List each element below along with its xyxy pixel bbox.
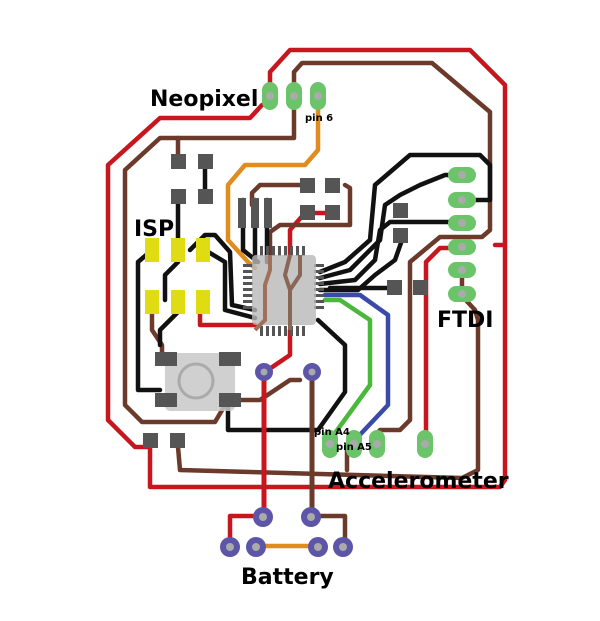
mcu-pins xyxy=(243,246,324,336)
ftdi-label: FTDI xyxy=(437,308,493,333)
signal-trace-isp-right xyxy=(202,247,258,321)
cap2-pad-1 xyxy=(300,178,315,193)
cap-pad-3 xyxy=(171,189,186,204)
signal-trace-isp3 xyxy=(187,232,258,313)
ftdi-pad-6-hole xyxy=(458,290,466,298)
isp-label: ISP xyxy=(134,217,174,242)
signal-trace-button xyxy=(225,317,348,433)
accel-pad-4-hole xyxy=(421,440,429,448)
res2-pad-2 xyxy=(413,280,428,295)
accel-pad-1-hole xyxy=(326,440,334,448)
battery-label: Battery xyxy=(241,565,334,590)
cap3-pad-2 xyxy=(325,205,340,220)
signal-trace-isp-left xyxy=(135,247,163,393)
diode-pad-2 xyxy=(170,433,185,448)
smd-pads xyxy=(143,154,428,448)
resonator-pad-1 xyxy=(238,198,246,228)
battery-pads xyxy=(220,363,353,557)
ftdi-pad-2-hole xyxy=(458,196,466,204)
res-pad-1 xyxy=(393,203,408,218)
neopixel-header xyxy=(262,82,326,110)
gnd-trace-right xyxy=(291,60,493,443)
ftdi-pad-4-hole xyxy=(458,243,466,251)
isp-pad-6 xyxy=(196,290,210,314)
accelerometer-header xyxy=(322,430,433,458)
button-pad-1 xyxy=(155,352,177,366)
res-pad-2 xyxy=(393,228,408,243)
pinA5-label: pin A5 xyxy=(336,442,372,453)
mcu-internal-trace-2 xyxy=(282,254,292,330)
gnd-trace-isp xyxy=(149,302,165,361)
resonator-pad-2 xyxy=(251,198,259,228)
button-pad-3 xyxy=(155,393,177,407)
isp-pad-2 xyxy=(171,238,185,262)
vcc-trace-left xyxy=(105,102,265,450)
vcc-trace-battery-left xyxy=(227,513,265,549)
accel-pad-2-hole xyxy=(350,440,358,448)
isp-header xyxy=(145,238,210,314)
signal-trace-ftdi1 xyxy=(317,152,493,275)
mcu-internal-trace-1 xyxy=(253,255,272,332)
neopixel-pad-1-hole xyxy=(266,92,274,100)
signal-trace-ftdi2 xyxy=(317,172,463,281)
cap2-pad-2 xyxy=(325,178,340,193)
button-pad-2 xyxy=(219,352,241,366)
microcontroller xyxy=(243,246,324,336)
signal-trace-ftdi3 xyxy=(317,219,463,287)
accelerometer-label: Accelerometer xyxy=(328,469,509,494)
gnd-trace-cap2 xyxy=(267,182,353,258)
neopixel-data-trace xyxy=(225,102,321,271)
neopixel-label: Neopixel xyxy=(150,87,258,112)
mcu-internal-trace-3 xyxy=(288,255,302,292)
cap-pad-1 xyxy=(171,154,186,169)
gnd-trace-battery-right xyxy=(312,513,348,549)
pin6-label: pin 6 xyxy=(305,113,333,124)
gnd-trace-bottom xyxy=(175,293,481,481)
ftdi-pad-3-hole xyxy=(458,219,466,227)
isp-pad-1 xyxy=(145,238,159,262)
isp-pad-5 xyxy=(171,290,185,314)
isp-pad-4 xyxy=(145,290,159,314)
vcc-trace-bottom xyxy=(147,242,508,490)
neopixel-pad-2-hole xyxy=(290,92,298,100)
button-pad-4 xyxy=(219,393,241,407)
ftdi-header xyxy=(448,167,476,302)
neopixel-pad-3-hole xyxy=(314,92,322,100)
ftdi-pad-1-hole xyxy=(458,171,466,179)
accel-pad-3-hole xyxy=(373,440,381,448)
resonator-pad-3 xyxy=(264,198,272,228)
gnd-trace-button xyxy=(227,377,303,403)
sda-trace xyxy=(322,297,373,443)
scl-trace xyxy=(322,292,391,443)
isp-pad-3 xyxy=(196,238,210,262)
button-body xyxy=(165,353,235,411)
cap-pad-2 xyxy=(198,154,213,169)
cap-pad-4 xyxy=(198,189,213,204)
vcc-trace-mcu-bot xyxy=(262,327,293,375)
gnd-trace-left xyxy=(122,107,297,425)
mcu-body xyxy=(252,255,316,325)
diode-pad-1 xyxy=(143,433,158,448)
pinA4-label: pin A4 xyxy=(314,427,350,438)
ftdi-pad-5-hole xyxy=(458,266,466,274)
pushbutton xyxy=(155,352,241,411)
button-circle xyxy=(177,362,215,400)
cap3-pad-1 xyxy=(300,205,315,220)
res2-pad-1 xyxy=(387,280,402,295)
